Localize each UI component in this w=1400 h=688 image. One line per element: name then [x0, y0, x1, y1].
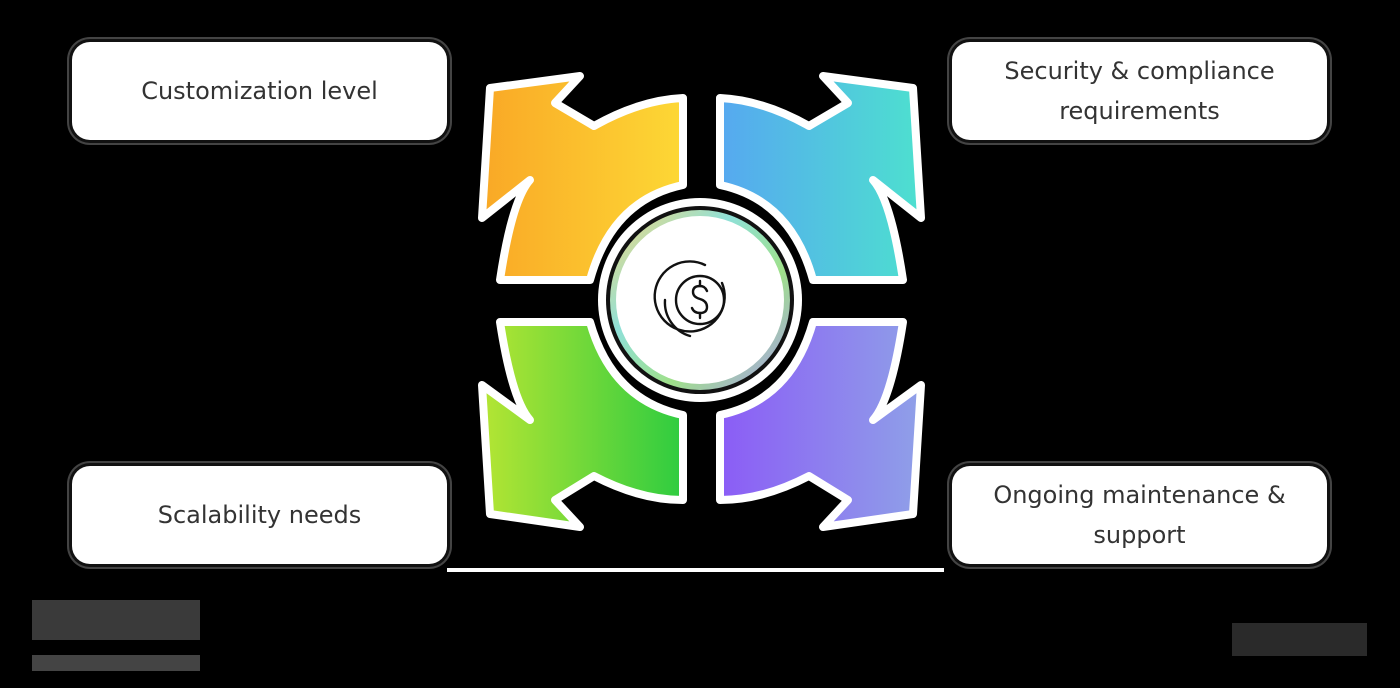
factor-box-security: Security & compliance requirements — [952, 42, 1327, 140]
brand-logo — [32, 600, 200, 640]
arrow-bottom-left — [478, 318, 687, 531]
arrow-top-left — [478, 72, 687, 284]
factor-label: Security & compliance requirements — [1004, 57, 1275, 125]
arrow-bottom-right — [716, 318, 925, 531]
connector-line — [447, 568, 944, 572]
brand-tagline — [32, 655, 200, 671]
factor-box-scalability: Scalability needs — [72, 466, 447, 564]
factor-label: Ongoing maintenance & support — [993, 481, 1286, 549]
dollar-coin-icon — [653, 260, 726, 338]
factor-label: Customization level — [141, 77, 378, 105]
factor-box-maintenance: Ongoing maintenance & support — [952, 466, 1327, 564]
arrow-top-right — [716, 72, 925, 284]
partner-logo — [1232, 623, 1367, 656]
arrow-diagram — [478, 72, 925, 531]
factor-label: Scalability needs — [157, 501, 362, 529]
factor-box-customization: Customization level — [72, 42, 447, 140]
